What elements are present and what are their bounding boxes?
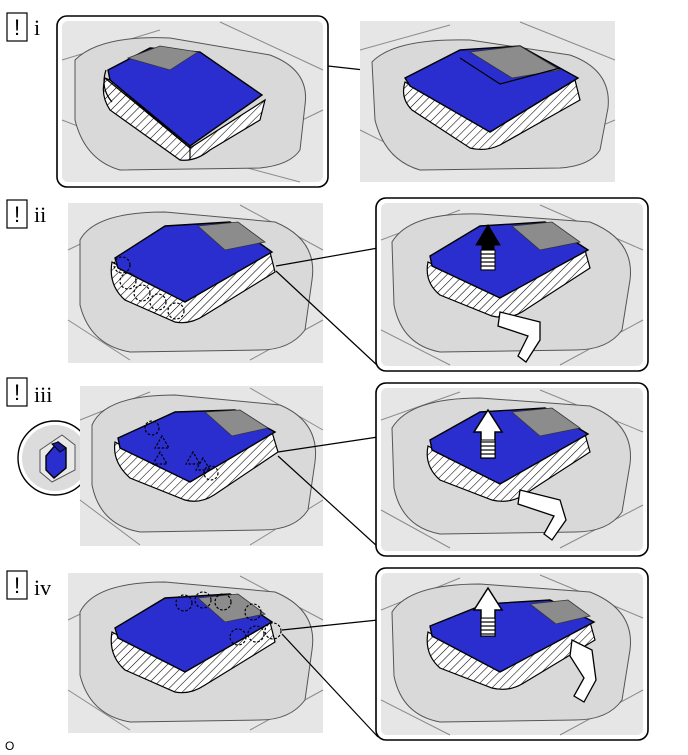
panel-left bbox=[67, 203, 324, 363]
caution-icon: ! bbox=[6, 199, 28, 229]
step-label: iii bbox=[34, 382, 52, 407]
caution-mark: ! bbox=[14, 380, 20, 405]
caution-icon: ! bbox=[6, 12, 28, 42]
caution-icon: ! bbox=[6, 570, 28, 600]
step-label: ii bbox=[34, 202, 46, 227]
clip-icon bbox=[113, 256, 131, 274]
step-iv: ! iv bbox=[6, 567, 649, 741]
up-arrow-icon bbox=[475, 224, 501, 271]
step-label: iv bbox=[34, 575, 51, 600]
clip-icon bbox=[133, 284, 151, 302]
leader-line bbox=[281, 633, 379, 738]
step-iii: ! iii bbox=[6, 377, 649, 557]
removal-tool-icon bbox=[517, 489, 567, 541]
clip-icon bbox=[175, 594, 193, 612]
claw-icon bbox=[184, 450, 202, 465]
clip-icon bbox=[229, 628, 247, 646]
clip-icon bbox=[167, 302, 185, 320]
step-i: ! i bbox=[6, 12, 616, 188]
clip-icon bbox=[247, 625, 265, 643]
step-label: i bbox=[34, 15, 40, 40]
step-ii: ! ii bbox=[6, 197, 649, 372]
clip-icon bbox=[119, 272, 137, 290]
up-arrow-icon bbox=[472, 408, 504, 459]
caution-mark: ! bbox=[14, 15, 20, 40]
removal-tool-icon bbox=[569, 639, 597, 703]
removal-tool-icon bbox=[497, 311, 541, 363]
leader-line bbox=[275, 247, 379, 267]
clip-icon bbox=[194, 591, 212, 609]
panel-left bbox=[67, 573, 324, 733]
clip-icon bbox=[264, 622, 282, 640]
clip-icon bbox=[203, 465, 219, 481]
up-arrow-icon bbox=[472, 586, 504, 637]
caution-mark: ! bbox=[14, 573, 20, 598]
leader-line bbox=[281, 619, 379, 631]
clip-circles bbox=[175, 591, 282, 646]
caution-icon: ! bbox=[6, 377, 28, 407]
panel-right bbox=[359, 21, 616, 182]
leader-line bbox=[275, 270, 379, 367]
clip-icon bbox=[244, 603, 262, 621]
panel-right bbox=[375, 382, 649, 557]
leader-line bbox=[277, 436, 379, 453]
clip-circles bbox=[113, 256, 185, 320]
footer-code: O bbox=[5, 739, 14, 753]
clip-icon bbox=[214, 593, 232, 611]
claw-icon bbox=[194, 456, 212, 471]
panel-left bbox=[56, 15, 329, 188]
claw-icon bbox=[151, 450, 169, 465]
detail-callout bbox=[17, 420, 139, 496]
panel-right bbox=[375, 567, 649, 741]
caution-mark: ! bbox=[14, 202, 20, 227]
claw-markers bbox=[144, 420, 219, 481]
panel-left bbox=[79, 386, 324, 546]
clip-icon bbox=[144, 420, 160, 436]
clip-icon bbox=[149, 293, 167, 311]
claw-icon bbox=[153, 434, 171, 449]
panel-right bbox=[375, 197, 649, 372]
leader-line bbox=[277, 455, 379, 548]
